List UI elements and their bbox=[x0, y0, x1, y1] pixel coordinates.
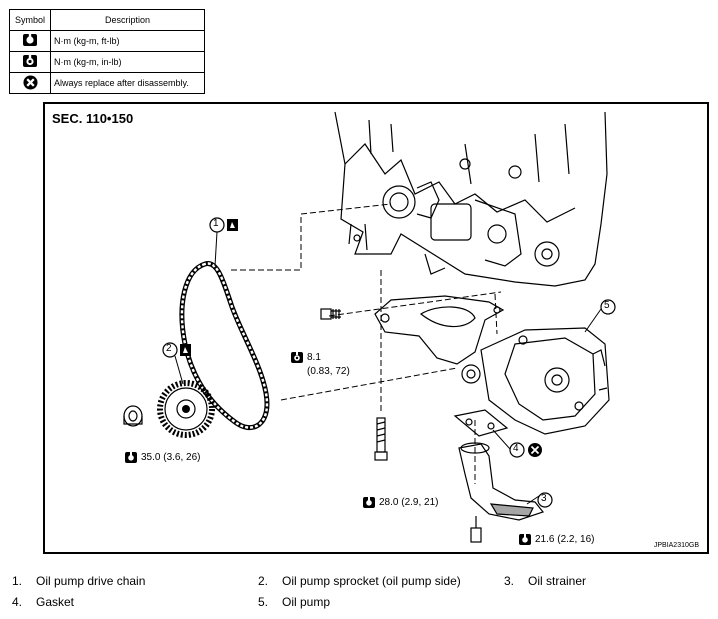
torque-ft-lb-icon bbox=[125, 452, 137, 463]
strainer-bolt bbox=[470, 516, 482, 543]
legend-row-symbol bbox=[9, 30, 51, 52]
part-number: 5. bbox=[258, 595, 269, 609]
part-number: 4. bbox=[12, 595, 23, 609]
callout-4: 4 bbox=[513, 443, 519, 454]
legend-row: Always replace after disassembly. bbox=[9, 72, 205, 94]
legend-row-description: N·m (kg-m, ft-lb) bbox=[50, 30, 205, 52]
leader-lines bbox=[231, 203, 502, 484]
gasket-part bbox=[453, 409, 509, 437]
always-replace-icon bbox=[528, 443, 542, 457]
legend-header-symbol: Symbol bbox=[9, 9, 51, 31]
sprocket-nut bbox=[123, 405, 143, 427]
torque-in-lb-icon bbox=[291, 352, 303, 363]
legend-row: N·m (kg-m, in-lb) bbox=[9, 51, 205, 73]
lubricate-icon bbox=[180, 344, 191, 356]
part-name: Oil strainer bbox=[528, 574, 587, 588]
section-label: SEC. 110•150 bbox=[52, 111, 134, 126]
legend-row-description: N·m (kg-m, in-lb) bbox=[50, 51, 205, 73]
part-number: 1. bbox=[12, 574, 23, 588]
legend-row: N·m (kg-m, ft-lb) bbox=[9, 30, 205, 52]
diagram-drawing bbox=[123, 111, 616, 545]
oil-pump-body bbox=[461, 327, 610, 435]
torque-ft-lb-icon bbox=[363, 497, 375, 508]
engine-block bbox=[334, 111, 608, 287]
figure-code: JPBIA2310GB bbox=[653, 542, 699, 549]
legend-header-row: Symbol Description bbox=[9, 9, 205, 31]
torque-sprocket-nut: 35.0 (3.6, 26) bbox=[141, 452, 201, 463]
torque-strainer-bolt: 21.6 (2.2, 16) bbox=[535, 534, 595, 545]
always-replace-icon bbox=[22, 74, 38, 90]
torque-ft-lb-icon bbox=[519, 534, 531, 545]
callout-3: 3 bbox=[541, 493, 547, 504]
part-number: 3. bbox=[504, 574, 515, 588]
part-name: Gasket bbox=[36, 595, 75, 609]
torque-long-bolt: 28.0 (2.9, 21) bbox=[379, 497, 439, 508]
part-name: Oil pump bbox=[282, 595, 331, 609]
torque-bracket-bolt: 8.1 bbox=[307, 352, 321, 363]
torque-bracket-bolt-sub: (0.83, 72) bbox=[307, 366, 350, 377]
list-item: 4. Gasket bbox=[12, 595, 74, 609]
oil-strainer-part bbox=[458, 442, 545, 521]
list-item: 1. Oil pump drive chain bbox=[12, 574, 145, 588]
part-name: Oil pump sprocket (oil pump side) bbox=[282, 574, 461, 588]
part-number: 2. bbox=[258, 574, 269, 588]
list-item: 3. Oil strainer bbox=[504, 574, 586, 588]
torque-ft-lb-icon bbox=[23, 33, 37, 46]
torque-in-lb-icon bbox=[23, 54, 37, 67]
callout-5: 5 bbox=[604, 300, 610, 311]
part-name: Oil pump drive chain bbox=[36, 574, 146, 588]
legend-row-description: Always replace after disassembly. bbox=[50, 72, 205, 94]
symbol-legend-table: Symbol Description N·m (kg-m, ft-lb) N·m… bbox=[9, 9, 205, 94]
list-item: 2. Oil pump sprocket (oil pump side) bbox=[258, 574, 461, 588]
oil-pump-exploded-diagram: SEC. 110•150 1 2 3 4 5 8.1 (0.83, 72) 35… bbox=[43, 102, 709, 554]
bracket-bolt bbox=[320, 308, 341, 320]
oil-pump-sprocket bbox=[157, 380, 215, 438]
oil-pump-drive-chain bbox=[179, 261, 270, 430]
callout-2: 2 bbox=[166, 343, 172, 354]
list-item: 5. Oil pump bbox=[258, 595, 330, 609]
legend-row-symbol bbox=[9, 72, 51, 94]
legend-header-description: Description bbox=[50, 9, 205, 31]
oil-pump-bracket bbox=[374, 295, 505, 365]
long-bolt bbox=[374, 417, 388, 461]
legend-row-symbol bbox=[9, 51, 51, 73]
callout-1: 1 bbox=[213, 218, 219, 229]
callout-leaders bbox=[174, 231, 602, 505]
callout-markers bbox=[162, 217, 616, 508]
lubricate-icon bbox=[227, 219, 238, 231]
